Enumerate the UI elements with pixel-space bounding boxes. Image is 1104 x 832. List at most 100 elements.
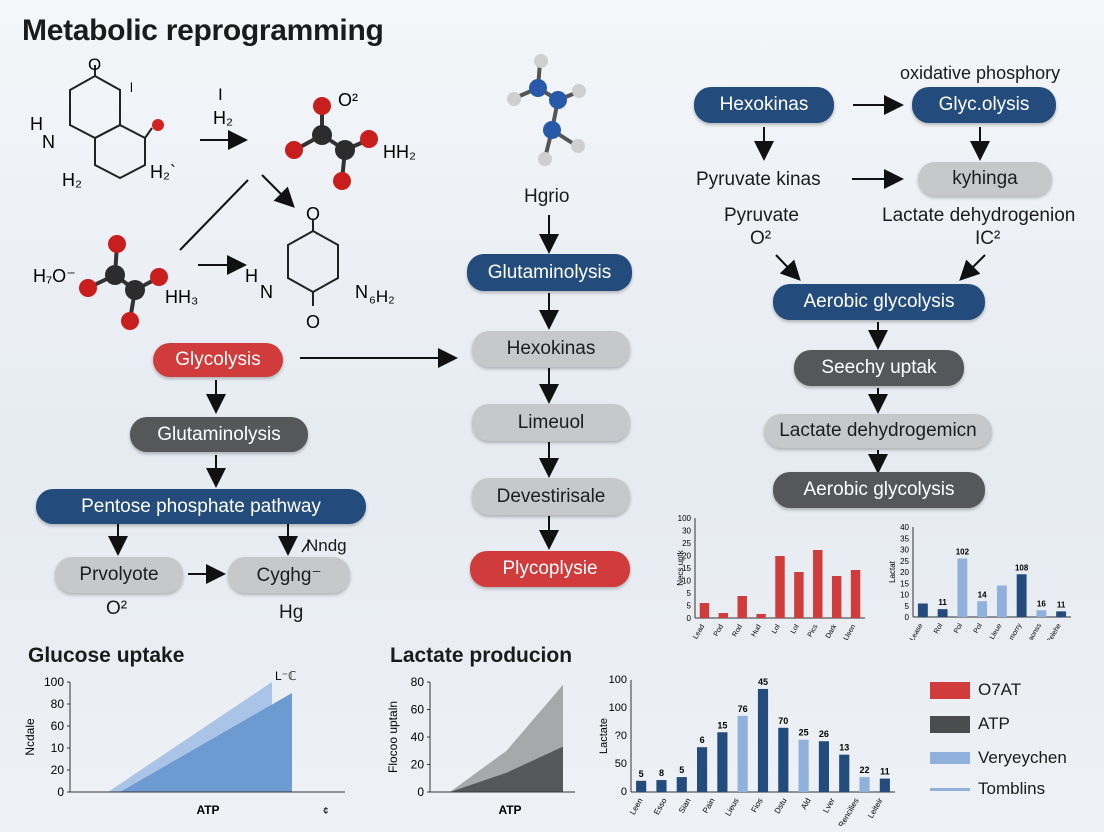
mol1-label-l: l xyxy=(130,80,133,95)
y-tick-label: 60 xyxy=(51,719,65,733)
pyruvate-label: Pyruvate xyxy=(724,205,799,226)
node-seechy-uptak[interactable]: Seechy uptak xyxy=(794,350,964,386)
bar xyxy=(798,739,809,792)
data-label: 11 xyxy=(938,598,947,607)
y-axis-label: Lactate xyxy=(598,718,610,754)
node-aerobic-glycolysis-2[interactable]: Aerobic glycolysis xyxy=(773,472,985,508)
y-axis-label: Necs uptk xyxy=(676,549,685,586)
node-lactate-dehydrogemicn[interactable]: Lactate dehydrogemicn xyxy=(764,414,992,448)
y-tick-label: 10 xyxy=(682,577,691,586)
x-tick-label: Pics xyxy=(807,623,820,638)
bar xyxy=(718,613,729,618)
node-kyhinga[interactable]: kyhinga xyxy=(918,162,1052,196)
y-tick-label: 20 xyxy=(900,568,909,577)
x-tick-label: Dark xyxy=(825,623,839,640)
area-series xyxy=(450,746,563,792)
node-prvolyote[interactable]: Prvolyote xyxy=(55,557,183,593)
x-tick-label: Dstu xyxy=(773,797,789,816)
data-label: 45 xyxy=(758,677,768,687)
bar xyxy=(996,585,1007,617)
y-tick-label: 0 xyxy=(687,614,692,623)
data-label: 11 xyxy=(880,767,890,777)
x-tick-label: Hud xyxy=(750,623,763,638)
y-tick-label: 20 xyxy=(411,758,425,772)
node-glycolysis-right[interactable]: Glyc.olysis xyxy=(912,87,1056,123)
bar xyxy=(778,727,789,792)
mol3-label-h7o: H₇O⁻ xyxy=(33,266,76,286)
x-tick-label: Pain xyxy=(701,797,717,815)
y-tick-label: ?0 xyxy=(615,730,627,742)
mol1-label-o: O xyxy=(88,55,101,74)
data-label: 14 xyxy=(978,590,987,599)
x-end-tick: ¢ xyxy=(323,806,329,817)
y-tick-label: 5 xyxy=(687,589,692,598)
mol4-label-n: N xyxy=(260,282,273,302)
x-tick-label: Rol xyxy=(933,622,945,635)
node-cyghg[interactable]: Cyghg⁻ xyxy=(228,557,350,593)
node-hexokinas-right[interactable]: Hexokinas xyxy=(694,87,834,123)
bar xyxy=(917,603,928,617)
data-label: 6 xyxy=(700,735,705,745)
data-label: 25 xyxy=(799,728,809,738)
y-axis-label: Lactat xyxy=(888,560,897,583)
prvolyote-sub: O² xyxy=(106,598,128,619)
cyghg-sub: Hg xyxy=(279,602,304,623)
y-axis-label: Ncdale xyxy=(23,718,37,756)
y-tick-label: 60 xyxy=(411,703,425,717)
pyruvate-kinas-label: Pyruvate kinas xyxy=(696,169,821,190)
legend-swatch-3 xyxy=(930,787,970,791)
annotation: L⁻ℂ xyxy=(275,669,296,683)
y-tick-label: 15 xyxy=(682,564,691,573)
x-tick-label: Leiteir xyxy=(866,796,885,820)
data-label: 5 xyxy=(639,769,644,779)
molecule-2 xyxy=(285,97,378,190)
mol1-label-h2b: H₂` xyxy=(150,162,176,182)
bar xyxy=(1016,574,1027,617)
y-tick-label: 100 xyxy=(678,514,692,523)
node-plycoplysie[interactable]: Plycoplysie xyxy=(470,551,630,587)
legend-label-1: ATP xyxy=(978,714,1010,733)
bar xyxy=(977,601,988,617)
x-tick-label: Lead xyxy=(692,623,706,640)
x-tick-label: Leen xyxy=(628,797,645,817)
node-aerobic-glycolysis-1[interactable]: Aerobic glycolysis xyxy=(773,284,985,320)
chart-lactate-title: Lactate producion xyxy=(390,644,573,667)
mol4-label-o-top: O xyxy=(306,204,320,224)
y-tick-label: 35 xyxy=(900,534,909,543)
data-label: 11 xyxy=(1057,600,1066,609)
node-devestirisale[interactable]: Devestirisale xyxy=(472,478,630,515)
y-tick-label: 80 xyxy=(411,675,425,689)
y-axis-label: Flocoo uptaln xyxy=(386,701,400,773)
node-pentose-phosphate[interactable]: Pentose phosphate pathway xyxy=(36,489,366,524)
legend-item-1: ATP xyxy=(930,714,1010,734)
mol4-label-h2: ₆H₂ xyxy=(369,287,395,306)
node-glycolysis[interactable]: Glycolysis xyxy=(153,343,283,377)
bar xyxy=(757,688,769,792)
y-tick-label: 30 xyxy=(682,527,691,536)
legend-item-2: Veryeychen xyxy=(930,748,1067,768)
mol4-label-h: H xyxy=(245,266,258,286)
node-hexokinas-mid[interactable]: Hexokinas xyxy=(472,331,630,367)
legend-item-0: O7AT xyxy=(930,680,1021,700)
molecule-1 xyxy=(69,65,153,180)
bar xyxy=(839,754,850,792)
x-tick-label: Lol xyxy=(771,623,782,635)
x-tick-label: Relehe xyxy=(1046,622,1063,640)
arrow-label-h2: H₂ xyxy=(213,108,233,128)
mol1-label-h2a: H₂ xyxy=(62,170,82,190)
node-glutaminolysis[interactable]: Glutaminolysis xyxy=(130,417,308,452)
node-glutaminolysis-mid[interactable]: Glutaminolysis xyxy=(467,254,632,291)
mol4-label-o-bottom: O xyxy=(306,312,320,332)
molecule-4 xyxy=(287,220,339,306)
legend-label-3: Tomblins xyxy=(978,779,1046,798)
y-tick-label: 25 xyxy=(900,557,909,566)
bar xyxy=(756,614,766,618)
y-tick-label: 80 xyxy=(51,697,65,711)
y-tick-label: 50 xyxy=(615,758,627,770)
bar xyxy=(813,550,823,618)
bar xyxy=(717,732,728,792)
x-tick-label: Lease xyxy=(909,622,925,640)
node-limeuol[interactable]: Limeuol xyxy=(472,404,630,441)
x-tick-label: Pleaonss xyxy=(1023,622,1044,640)
